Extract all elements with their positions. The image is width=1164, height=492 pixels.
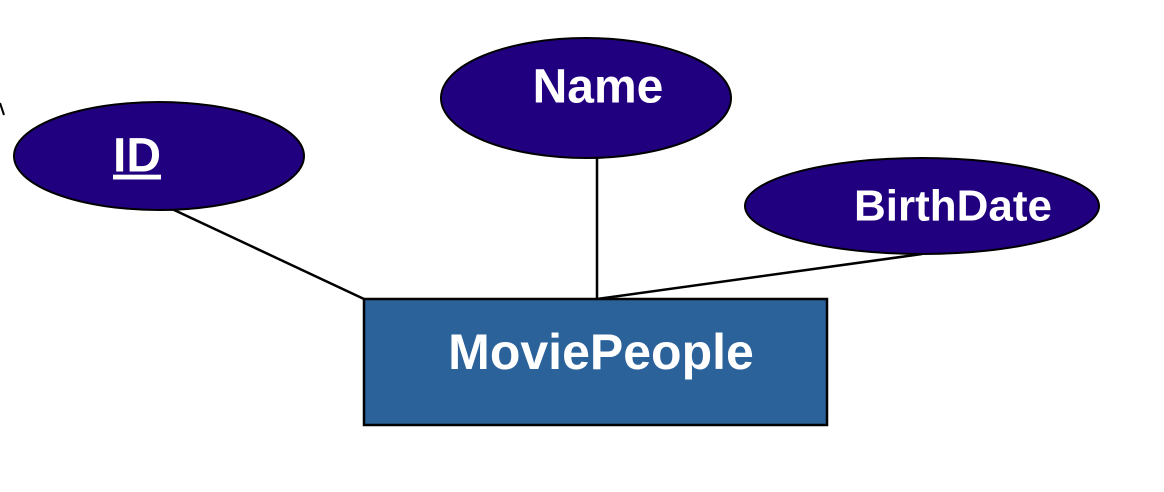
attribute-name[interactable]: Name	[440, 37, 732, 159]
edge-tick-mark	[0, 102, 5, 116]
attribute-id-ellipse	[13, 101, 305, 211]
attribute-name-label: Name	[533, 61, 664, 114]
attribute-name-ellipse	[440, 37, 732, 159]
attribute-birthdate-ellipse	[744, 157, 1100, 255]
attribute-birthdate[interactable]: BirthDate	[744, 157, 1100, 255]
attribute-id-label: ID	[113, 130, 161, 183]
connector-birthdate	[596, 252, 923, 301]
entity-moviepeople[interactable]: MoviePeople	[362, 297, 829, 427]
entity-moviepeople-box	[362, 297, 829, 427]
attribute-id[interactable]: ID	[13, 101, 305, 211]
connector-id	[171, 207, 365, 301]
attribute-birthdate-label: BirthDate	[854, 182, 1052, 231]
entity-moviepeople-label: MoviePeople	[448, 324, 754, 380]
